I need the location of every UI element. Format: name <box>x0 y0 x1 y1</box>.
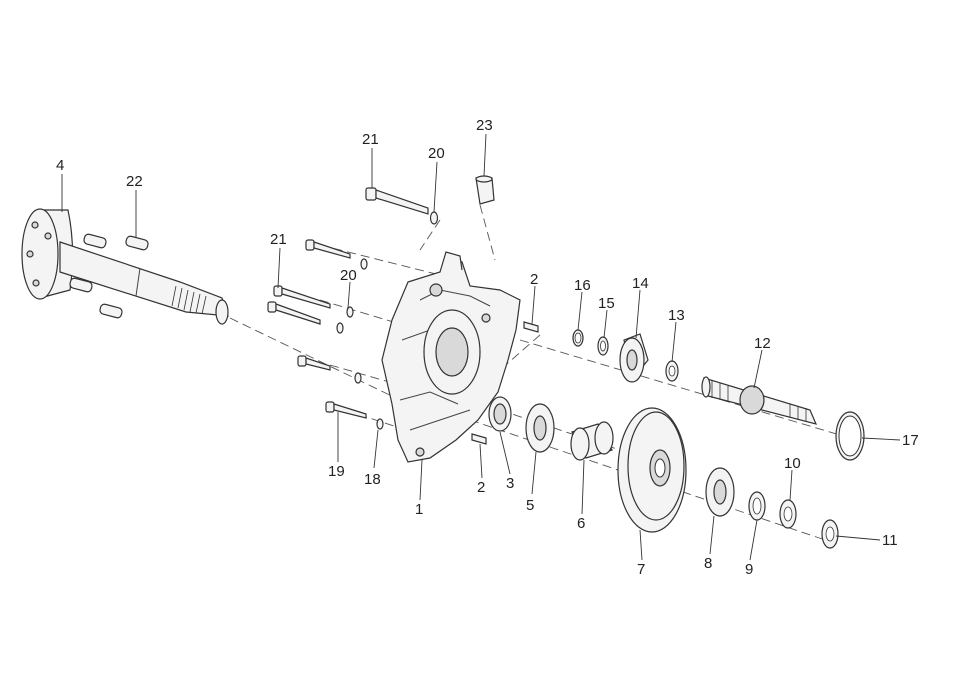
callout-17: 17 <box>902 432 919 449</box>
part-7-large-gear <box>617 407 687 533</box>
callout-10: 10 <box>784 455 801 472</box>
callout-20-left: 20 <box>340 267 357 284</box>
callout-16: 16 <box>574 277 591 294</box>
callout-19: 19 <box>328 463 345 480</box>
callout-20-top: 20 <box>428 145 445 162</box>
callout-labels: 4 22 21 20 23 21 20 2 16 15 14 13 12 17 … <box>56 117 919 578</box>
callout-8: 8 <box>704 555 712 572</box>
callout-5: 5 <box>526 497 534 514</box>
callout-6: 6 <box>577 515 585 532</box>
part-5-bearing <box>525 403 555 453</box>
part-19-bolt <box>325 401 367 419</box>
part-21-bolts-left <box>267 239 351 371</box>
callout-7: 7 <box>637 561 645 578</box>
callout-21-top: 21 <box>362 131 379 148</box>
callout-18: 18 <box>364 471 381 488</box>
part-8-bearing <box>705 467 735 517</box>
part-10-lock-washer <box>779 499 797 529</box>
part-13-washer <box>665 360 679 382</box>
part-16-circlip <box>572 329 584 347</box>
part-4-flanged-shaft <box>21 208 229 325</box>
part-11-nut <box>821 519 839 549</box>
part-18-washer <box>376 418 384 430</box>
callout-3: 3 <box>506 475 514 492</box>
callout-4: 4 <box>56 157 64 174</box>
callout-21-left: 21 <box>270 231 287 248</box>
callout-2-bottom: 2 <box>477 479 485 496</box>
callout-11: 11 <box>882 532 898 549</box>
part-15-washer <box>597 336 609 356</box>
part-20-washers <box>336 211 439 384</box>
callout-2-top: 2 <box>530 271 538 288</box>
callout-9: 9 <box>745 561 753 578</box>
callout-1: 1 <box>415 501 423 518</box>
part-17-snap-ring <box>835 411 865 461</box>
part-22-studs <box>69 233 149 319</box>
callout-14: 14 <box>632 275 649 292</box>
part-9-washer <box>748 491 766 521</box>
part-2-dowel-pins <box>471 321 539 445</box>
part-12-pinion-shaft <box>701 376 818 425</box>
callout-15: 15 <box>598 295 615 312</box>
leader-lines <box>61 133 901 561</box>
part-6-spacer-sleeve <box>570 421 614 461</box>
part-23-plug <box>475 175 495 205</box>
part-3-seal <box>488 396 512 432</box>
shaft-spline <box>171 285 207 315</box>
callout-23: 23 <box>476 117 493 134</box>
part-14-bearing <box>619 333 649 383</box>
part-1-gear-case <box>381 251 521 463</box>
part-21-bolt-top <box>365 187 429 215</box>
callout-13: 13 <box>668 307 685 324</box>
callout-12: 12 <box>754 335 771 352</box>
callout-22: 22 <box>126 173 143 190</box>
